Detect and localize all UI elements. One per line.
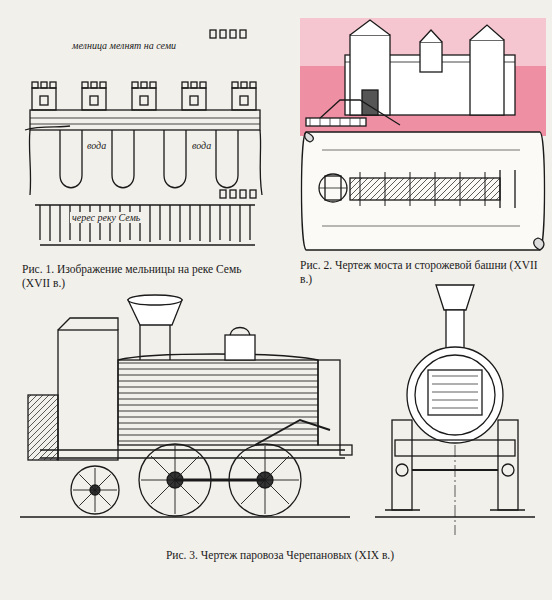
fence-post [89, 205, 90, 242]
window [240, 96, 248, 105]
merlon [191, 82, 197, 88]
mark [210, 30, 216, 38]
mill-tower [182, 88, 206, 110]
spoke [95, 490, 111, 506]
fence-post [199, 205, 200, 241]
merlon [41, 82, 47, 88]
mark [250, 190, 256, 198]
sluice [164, 130, 186, 188]
window [190, 96, 198, 105]
spoke [265, 456, 289, 480]
spoke [175, 480, 199, 504]
merlon [150, 82, 156, 88]
locomotive-front-view [375, 285, 535, 535]
mark [240, 30, 246, 38]
spoke [73, 490, 95, 491]
spoke [265, 480, 299, 481]
handwritten-note: вода [85, 140, 108, 151]
handwritten-note: черес реку Семь [70, 212, 142, 223]
fence-post [149, 205, 150, 242]
mark [240, 190, 246, 198]
fence-post [249, 205, 250, 240]
merlon [182, 82, 188, 88]
spoke [151, 456, 175, 480]
mark [230, 30, 236, 38]
merlon [232, 82, 238, 88]
merlon [32, 82, 38, 88]
spoke [151, 480, 175, 504]
merlon [250, 82, 256, 88]
sluice [216, 130, 238, 188]
mark [220, 30, 226, 38]
fence-post [239, 205, 240, 242]
bridge-drawing [300, 18, 546, 250]
fence-post [49, 205, 50, 241]
fence-post [209, 205, 210, 242]
figure-caption: Рис. 1. Изображение мельницы на реке Сем… [22, 262, 272, 291]
spoke [175, 480, 176, 514]
mark [220, 190, 226, 198]
spoke [241, 480, 265, 504]
merlon [132, 82, 138, 88]
spoke [95, 490, 96, 512]
fence-post [189, 205, 190, 240]
window [140, 96, 148, 105]
figure-caption: Рис. 2. Чертеж моста и сторожевой башни … [300, 258, 545, 287]
locomotive-side-view [20, 295, 352, 517]
window [40, 96, 48, 105]
spoke [95, 490, 117, 491]
spoke [175, 456, 199, 480]
spoke [79, 490, 95, 506]
handwritten-note: вода [190, 140, 213, 151]
handwritten-note: мелница мелнят на семи [70, 40, 178, 51]
fence-post [119, 205, 120, 242]
mill-tower [232, 88, 256, 110]
spoke [265, 480, 289, 504]
merlon [82, 82, 88, 88]
fence-post [159, 205, 160, 240]
fence-post [109, 205, 110, 241]
spoke [95, 474, 111, 490]
merlon [100, 82, 106, 88]
spoke [95, 468, 96, 490]
merlon [50, 82, 56, 88]
figure-caption: Рис. 3. Чертеж паровоза Черепановых (XIX… [60, 548, 500, 562]
mill-tower [32, 88, 56, 110]
mill-tower [132, 88, 156, 110]
fence-post [59, 205, 60, 242]
fence-post [219, 205, 220, 240]
fence-post [79, 205, 80, 241]
mill-drawing [25, 30, 262, 245]
sluice [60, 130, 82, 188]
spoke [175, 446, 176, 480]
mark [230, 190, 236, 198]
merlon [200, 82, 206, 88]
spoke [265, 446, 266, 480]
merlon [91, 82, 97, 88]
fence-post [169, 205, 170, 241]
sluice [112, 130, 134, 188]
fence-post [39, 205, 40, 240]
merlon [141, 82, 147, 88]
spoke [79, 474, 95, 490]
fence-post [179, 205, 180, 242]
fence-post [229, 205, 230, 241]
fence-post [139, 205, 140, 241]
merlon [241, 82, 247, 88]
spoke [241, 456, 265, 480]
window [90, 96, 98, 105]
mill-tower [82, 88, 106, 110]
spoke [141, 480, 175, 481]
spoke [265, 480, 266, 514]
